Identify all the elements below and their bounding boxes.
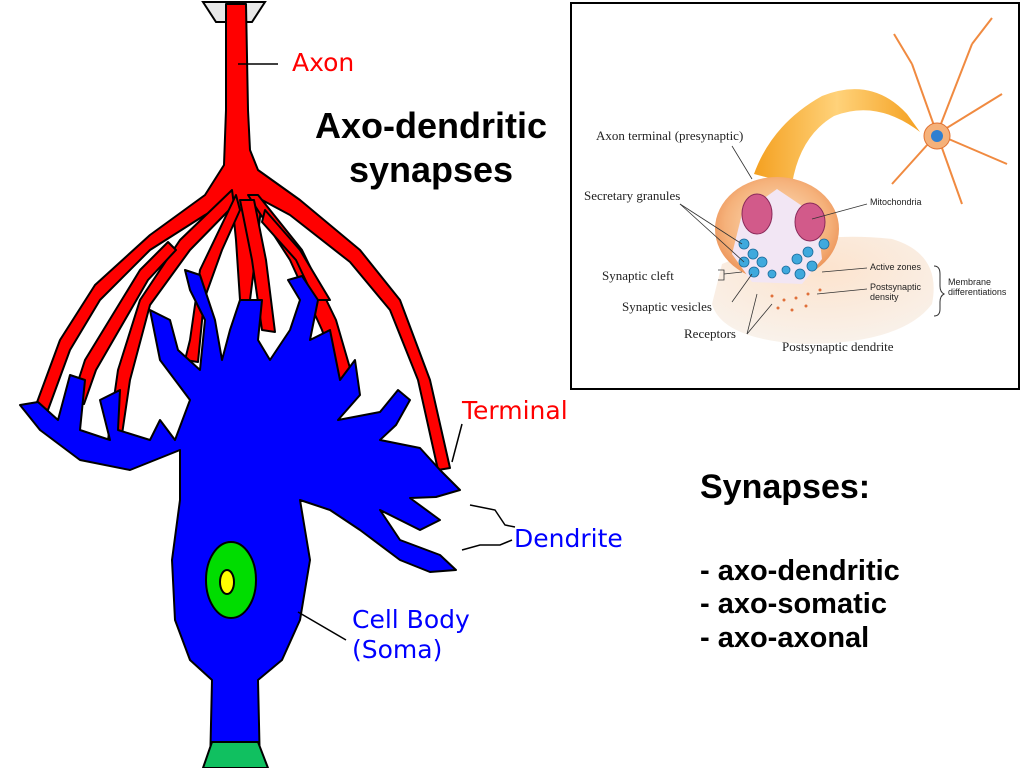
dendrite-label: Dendrite [514,524,623,553]
synapses-title: Synapses: [700,468,871,506]
dendritic-tree [19,269,461,768]
synapse-types-list: - axo-dendritic - axo-somatic - axo-axon… [700,555,900,655]
axon-hillock-bottom [201,741,270,768]
membrane-diff-line1: Membrane [948,277,992,287]
postsynaptic-dendrite-label: Postsynaptic dendrite [782,339,894,354]
synapse-illustration-inset: Axon terminal (presynaptic) Secretary gr… [570,2,1020,390]
mitochondrion [741,193,773,235]
label-pointer-lines [238,63,516,641]
secretary-granules-label: Secretary granules [584,188,681,203]
synapse-illustration [679,17,1008,344]
inset-axon [754,89,920,184]
postsynaptic-density-label: Postsynaptic density [870,282,921,303]
axon-label: Axon [292,48,355,77]
small-neuron-icon [891,17,1008,205]
membrane-brace [933,265,946,317]
terminal-label: Terminal [462,396,568,425]
cell-body-line1: Cell Body [352,605,470,634]
small-neuron-nucleus [931,130,943,142]
synapse-type-item: - axo-axonal [700,621,870,654]
mitochondria-label: Mitochondria [870,197,922,207]
mitochondrion [794,202,826,242]
cell-body-label: Cell Body (Soma) [352,605,470,665]
axo-dendritic-heading: Axo-dendritic synapses [298,104,564,192]
synapse-type-item: - axo-somatic [700,588,887,621]
inset-pointer-lines [679,145,868,335]
receptors-label: Receptors [684,326,736,341]
synaptic-vesicles-label: Synaptic vesicles [622,299,712,314]
active-zones-label: Active zones [870,262,922,272]
postsynaptic-density [770,288,822,312]
heading-line1: Axo-dendritic [314,105,547,146]
cell-body-line2: (Soma) [352,635,443,664]
nucleolus [219,569,235,595]
membrane-differentiations-label: Membrane differentiations [948,277,1006,298]
axon-terminal-label: Axon terminal (presynaptic) [596,128,744,143]
heading-line2: synapses [348,148,514,190]
postsynaptic-density-line2: density [870,292,899,303]
postsynaptic-density-line1: Postsynaptic [870,282,922,292]
synaptic-cleft-label: Synaptic cleft [602,268,674,283]
synapse-type-item: - axo-dendritic [700,555,900,587]
membrane-diff-line2: differentiations [948,287,1007,298]
